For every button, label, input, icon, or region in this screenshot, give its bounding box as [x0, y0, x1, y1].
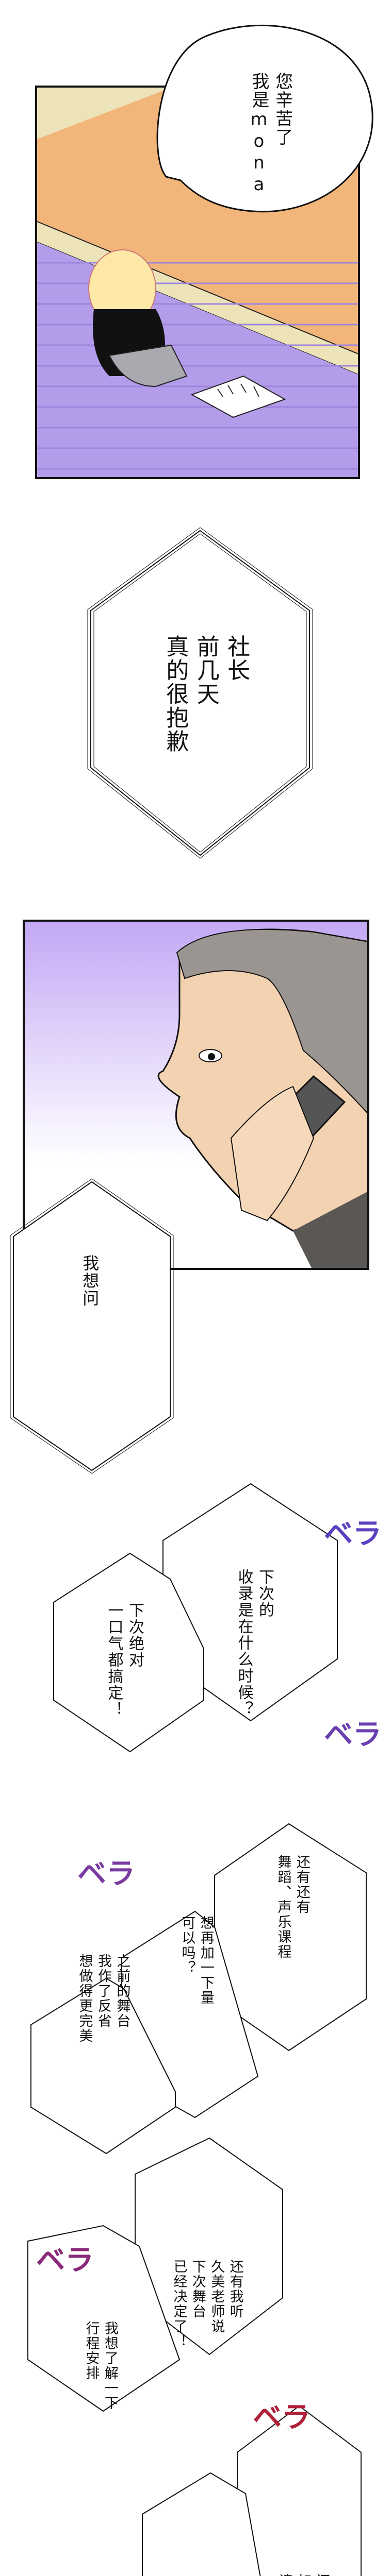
chatter-bubble-2: 下次绝对 一口气都搞定！ — [103, 1602, 145, 1718]
sfx-text: ベラ — [36, 2244, 94, 2277]
caption-text: 社长 前几天 真的很抱歉 — [160, 635, 252, 753]
bubble-line: 还有还有还有 — [312, 2573, 331, 2576]
hexagon-bubble — [10, 1178, 174, 1474]
bubble-line: 我作了反省 — [95, 1954, 111, 2028]
sfx-bera: ベラ — [253, 2403, 311, 2432]
bubble-line: 如果有其他工作 — [293, 2573, 312, 2576]
chatter-bubble-4: 想再加一下量 可以吗？ — [177, 1916, 215, 2005]
sfx-bera: ベラ — [324, 1520, 382, 1549]
bubble-line-1: 我想问 — [80, 1255, 100, 1307]
bubble-line: 行程安排 — [83, 2321, 100, 2381]
chatter-bubble-3: 还有还有 舞蹈、声乐课程 — [273, 1855, 311, 1959]
speech-bubble-round — [156, 24, 373, 213]
caption-line-2: 前几天 — [192, 635, 219, 706]
chatter-bubble-6: 还有我听 久美老师说 下次舞台 已经决定了！ — [169, 2259, 244, 2349]
sfx-bera: ベラ — [36, 2246, 94, 2275]
sfx-bera: ベラ — [77, 1860, 135, 1889]
bubble-line: 已经决定了！ — [171, 2259, 187, 2349]
bubble-line: 之前的舞台 — [114, 1954, 130, 2028]
sfx-text: ベラ — [324, 1517, 382, 1551]
bubble-line: 想再加一下量 — [198, 1916, 214, 2005]
caption-line-3: 真的很抱歉 — [162, 635, 189, 753]
hexagon-bubble-cluster — [27, 1483, 367, 2576]
chatter-bubble-5: 之前的舞台 我作了反省 想做得更完美 — [75, 1954, 131, 2043]
panel-man-on-phone — [23, 920, 369, 1270]
bubble-line: 收录是在什么时候？ — [235, 1569, 253, 1717]
bubble-line: 请多帮我接一些 — [274, 2573, 293, 2576]
bubble-line: 我想了解一下 — [102, 2321, 118, 2411]
caption-line-1: 社长 — [223, 635, 250, 682]
sfx-bera: ベラ — [324, 1721, 382, 1750]
sfx-text: ベラ — [77, 1857, 135, 1891]
background-illustration — [37, 88, 358, 477]
bubble-line: 想做得更完美 — [76, 1954, 93, 2043]
bubble-line: 下次的 — [256, 1569, 274, 1618]
bubble-line: 还有还有 — [293, 1855, 310, 1914]
bubble-line: 久美老师说 — [208, 2259, 225, 2334]
bubble-line: 一口气都搞定！ — [105, 1602, 123, 1718]
bubble-line: 舞蹈、声乐课程 — [275, 1855, 291, 1959]
bubble-text: 您辛苦了 我是mona — [247, 72, 294, 196]
bubble-line-1: 您辛苦了 — [272, 72, 293, 146]
bubble-line: 下次绝对 — [126, 1602, 144, 1668]
bubble-line: 还有我听 — [227, 2259, 243, 2319]
bubble-text: 我想问 — [78, 1255, 101, 1307]
man-profile-illustration — [157, 928, 367, 1268]
chatter-bubble-7: 我想了解一下 行程安排 — [81, 2321, 119, 2411]
bubble-line: 下次舞台 — [189, 2259, 206, 2319]
sfx-text: ベラ — [253, 2401, 311, 2434]
chatter-bubble-1: 下次的 收录是在什么时候？ — [233, 1569, 275, 1717]
hexagon-bubble — [87, 527, 313, 859]
bubble-line: 可以吗？ — [179, 1916, 195, 1975]
sfx-text: ベラ — [324, 1718, 382, 1752]
bubble-line-2: 我是mona — [248, 72, 269, 196]
chatter-bubble-8: 还有还有还有 如果有其他工作 请多帮我接一些 — [274, 2573, 331, 2576]
